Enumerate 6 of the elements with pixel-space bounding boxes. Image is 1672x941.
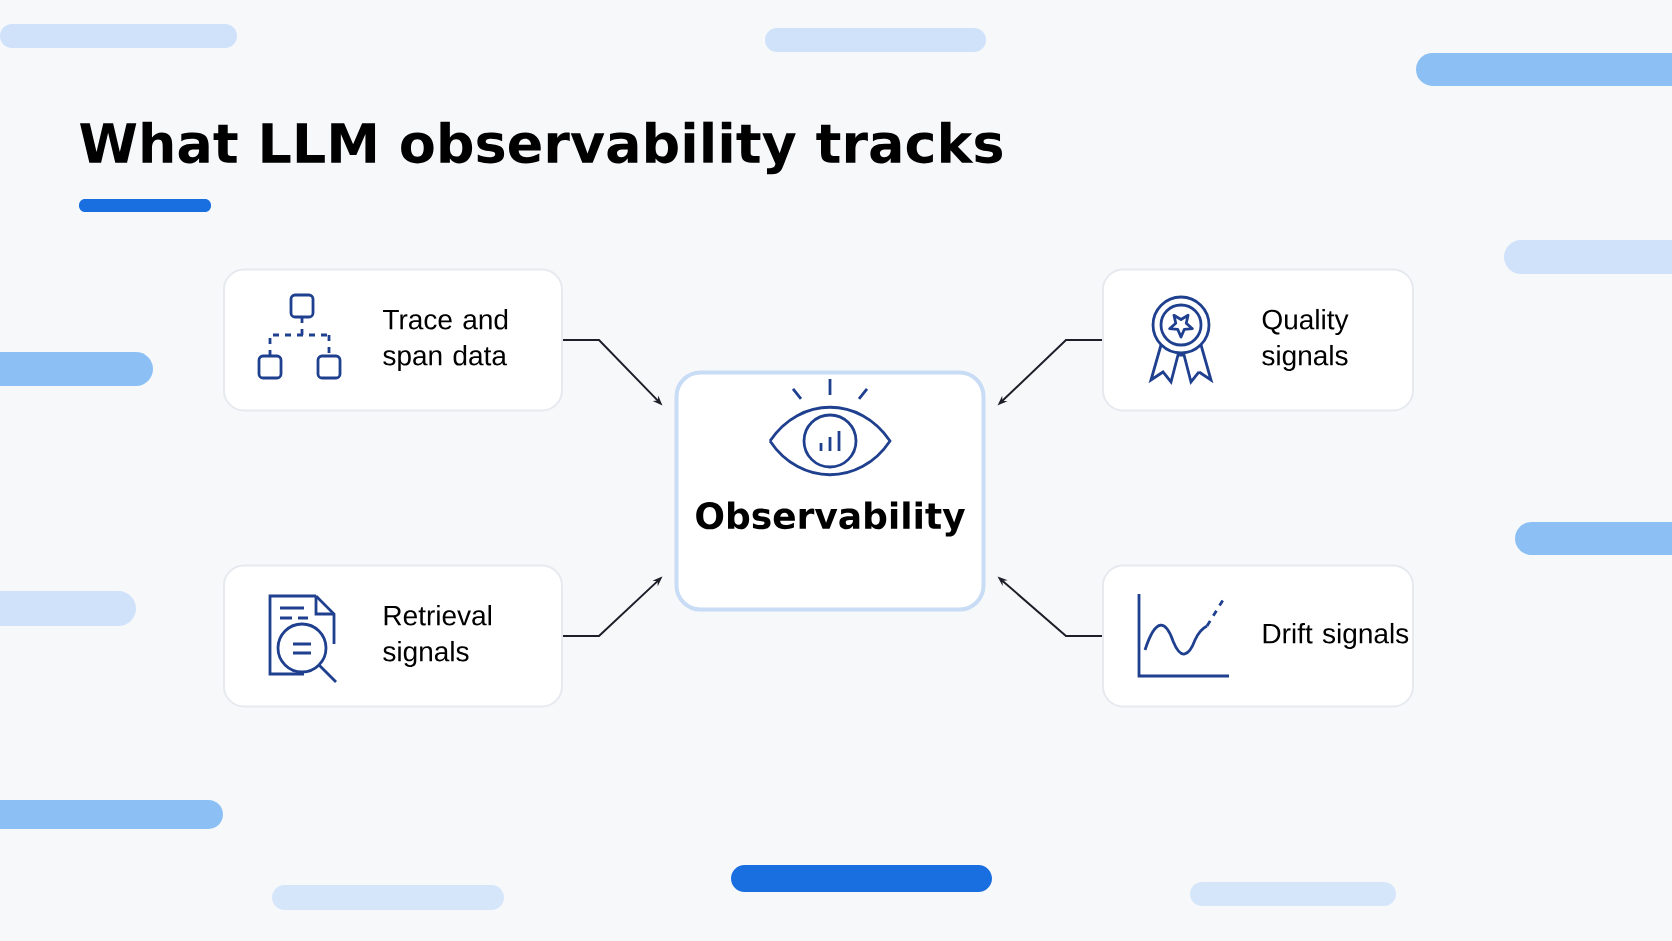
title: What LLM observability tracks xyxy=(80,121,1002,175)
card-label: Quality signals xyxy=(1262,308,1349,372)
hub-label: Observability xyxy=(696,501,965,537)
card-label: Trace and span data xyxy=(383,308,508,372)
card-label: Retrieval signals xyxy=(383,604,491,668)
card-label: Drift signals xyxy=(1263,622,1409,650)
